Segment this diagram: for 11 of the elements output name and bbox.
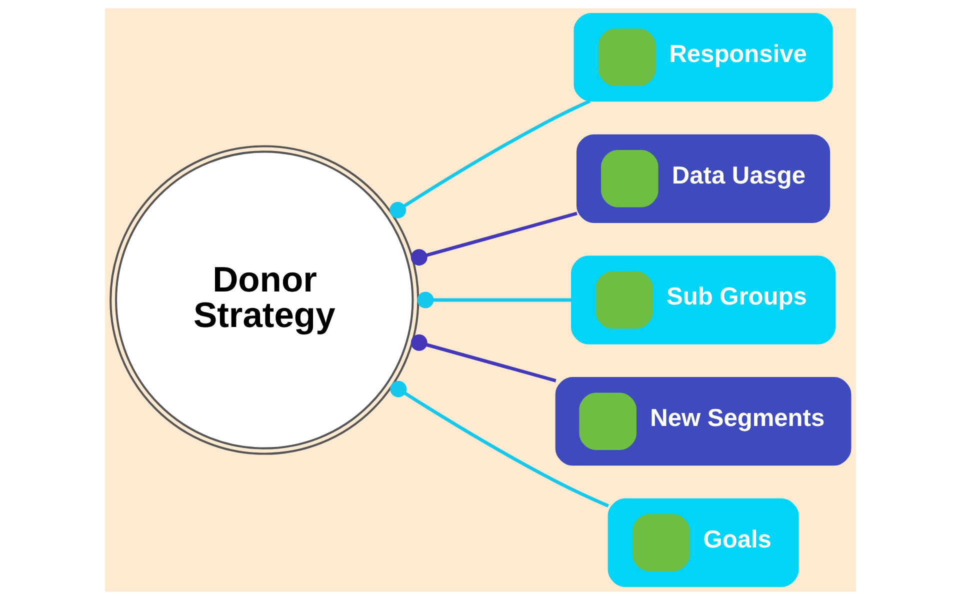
connector xyxy=(390,380,608,508)
node-circle: Donor Strategy xyxy=(109,145,419,455)
node-box: Responsive xyxy=(573,12,832,102)
connector xyxy=(389,100,590,218)
node-box: Goals xyxy=(607,498,798,588)
connector xyxy=(416,292,572,308)
node-box: Data Uasge xyxy=(576,134,830,223)
connector xyxy=(410,334,556,382)
node-box: Sub Groups xyxy=(570,256,836,344)
node-box: New Segments xyxy=(554,377,851,466)
connector xyxy=(410,212,577,266)
